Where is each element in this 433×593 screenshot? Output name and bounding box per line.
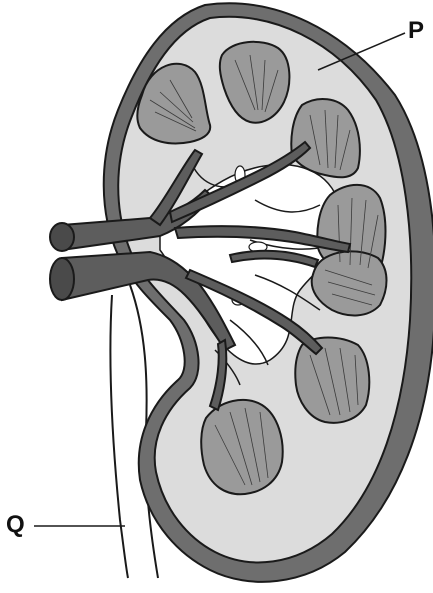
pyramid-3	[291, 99, 360, 177]
label-p: P	[408, 19, 424, 43]
pyramid-7	[201, 400, 282, 494]
label-q: Q	[6, 513, 25, 537]
